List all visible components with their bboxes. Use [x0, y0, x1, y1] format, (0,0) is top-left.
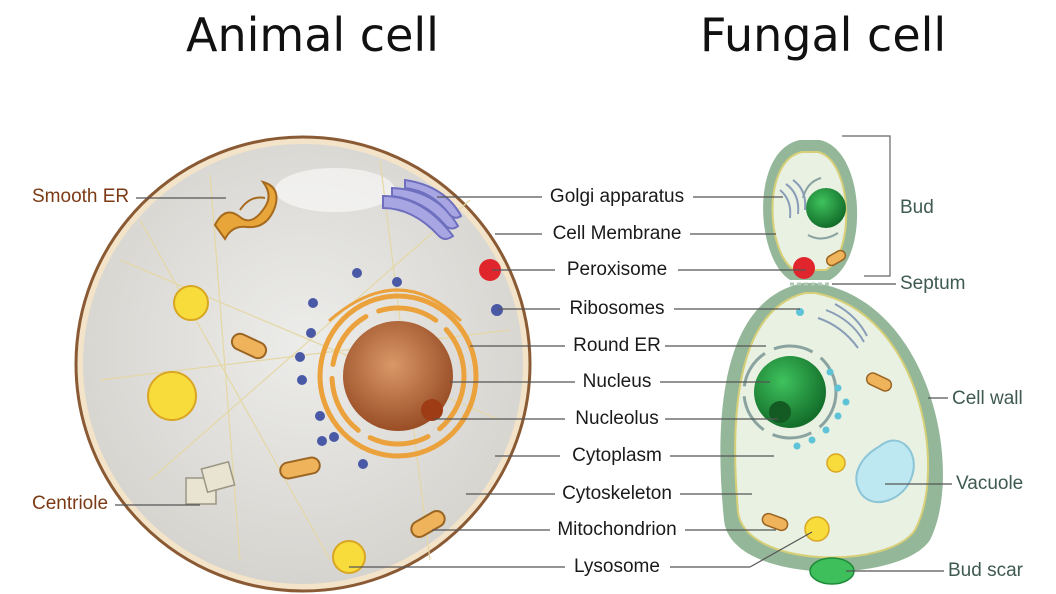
animal-lysosomes: [147, 285, 366, 574]
smooth-er: [213, 180, 278, 241]
fungal-cell-title: Fungal cell: [700, 8, 947, 62]
fungal-ribosomes: [793, 308, 850, 450]
centriole: [185, 460, 236, 505]
label-bud: Bud: [900, 197, 934, 218]
animal-nucleolus: [421, 399, 443, 421]
fungal-nucleolus: [769, 401, 791, 423]
vacuole: [855, 439, 915, 503]
fungal-peroxisome: [793, 257, 815, 279]
bud-mitochondrion: [825, 249, 847, 267]
label-vacuole: Vacuole: [956, 473, 1024, 494]
round-er: [317, 288, 479, 459]
bud-bracket: [842, 135, 891, 277]
label-mitochondrion: Mitochondrion: [557, 519, 677, 540]
animal-cell-title: Animal cell: [186, 8, 439, 62]
fungal-er: [742, 344, 838, 440]
fungal-golgi: [817, 303, 868, 349]
label-cytoskeleton: Cytoskeleton: [562, 483, 672, 504]
label-smooth-er: Smooth ER: [32, 186, 130, 207]
bud-golgi: [779, 179, 807, 219]
label-centriole: Centriole: [32, 493, 109, 514]
fungal-mitochondrion-2: [761, 512, 789, 532]
label-cell-membrane: Cell Membrane: [552, 223, 682, 244]
golgi-apparatus: [382, 178, 463, 240]
label-nucleus: Nucleus: [582, 371, 652, 392]
animal-membrane-highlight: [275, 168, 395, 212]
fungal-lysosome-2: [804, 516, 830, 542]
label-cell-wall: Cell wall: [952, 388, 1023, 409]
animal-cytoplasm: [83, 144, 523, 584]
fungal-nucleus: [754, 356, 826, 428]
animal-cell: [74, 135, 532, 593]
fungal-mitochondrion-1: [865, 372, 893, 392]
label-septum: Septum: [900, 273, 966, 294]
label-ribosomes: Ribosomes: [569, 298, 665, 319]
animal-peroxisome: [479, 259, 501, 281]
label-lysosome: Lysosome: [574, 556, 660, 577]
leader-lines: [115, 196, 952, 572]
animal-ribosomes: [295, 268, 503, 469]
label-nucleolus: Nucleolus: [575, 408, 659, 429]
bud-nucleus: [806, 188, 846, 228]
fungal-lysosome-1: [826, 453, 846, 473]
label-golgi-apparatus: Golgi apparatus: [549, 186, 685, 207]
fungal-cell: [720, 135, 943, 585]
animal-mitochondria: [230, 332, 446, 538]
label-round-er: Round ER: [573, 335, 661, 356]
label-cytoplasm: Cytoplasm: [572, 445, 662, 466]
label-bud-scar: Bud scar: [948, 560, 1023, 581]
label-peroxisome: Peroxisome: [566, 259, 668, 280]
